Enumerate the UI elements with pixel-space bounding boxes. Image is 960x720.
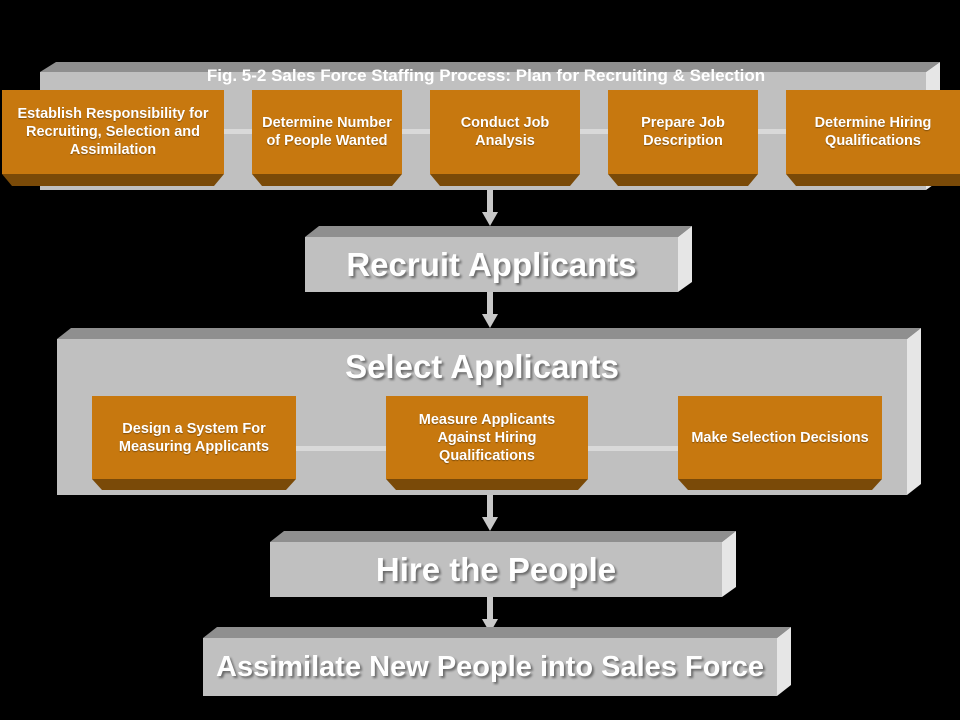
plan-connectors (224, 129, 786, 134)
select-step-boxes (92, 396, 882, 490)
plan-step-box-5-face (786, 90, 960, 174)
plan-step-box-4 (608, 90, 758, 186)
recruit-band (305, 226, 692, 292)
recruit-band-front (305, 237, 678, 292)
arrow-select-to-hire (482, 495, 498, 531)
recruit-band-top (305, 226, 692, 237)
assimilate-label: Assimilate New People into Sales Force (216, 650, 764, 683)
plan-step-box-3 (430, 90, 580, 186)
plan-step-box-1-bevel (2, 174, 224, 186)
plan-step-label-4: Prepare Job Description (641, 115, 725, 149)
hire-band-side (722, 531, 736, 597)
arrow-plan-to-recruit-head (482, 212, 498, 226)
select-applicants-label: Select Applicants (345, 348, 619, 385)
plan-step-box-1-face (2, 90, 224, 174)
plan-step-box-3-face (430, 90, 580, 174)
select-step-box-2-bevel (386, 479, 588, 490)
arrow-recruit-to-select-head (482, 314, 498, 328)
hire-band (270, 531, 736, 597)
plan-step-box-2-face (252, 90, 402, 174)
select-step-box-2-face (386, 396, 588, 479)
select-step-box-1-face (92, 396, 296, 479)
assimilate-band (203, 627, 791, 696)
plan-step-box-4-bevel (608, 174, 758, 186)
assimilate-band-front (203, 638, 777, 696)
select-step-box-3-face (678, 396, 882, 479)
arrow-select-to-hire-shaft (487, 495, 493, 519)
plan-step-box-5-bevel (786, 174, 960, 186)
plan-connector-2 (402, 129, 430, 134)
select-step-label-1: Design a System For Measuring Applicants (118, 420, 270, 455)
arrow-plan-to-recruit-shaft (487, 190, 493, 214)
plan-step-label-2: Determine Number of People Wanted (262, 115, 392, 149)
select-step-label-3: Make Selection Decisions (691, 429, 869, 446)
plan-connector-3 (580, 129, 608, 134)
recruit-applicants-label: Recruit Applicants (346, 245, 637, 283)
assimilate-band-side (777, 627, 791, 696)
plan-step-box-4-face (608, 90, 758, 174)
arrow-recruit-to-select (482, 292, 498, 328)
flow-arrows (482, 190, 498, 633)
recruit-band-side (678, 226, 692, 292)
plan-step-box-5 (786, 90, 960, 186)
select-step-box-1 (92, 396, 296, 490)
plan-step-box-3-bevel (430, 174, 580, 186)
select-connector-2 (588, 446, 678, 451)
assimilate-band-top (203, 627, 791, 638)
arrow-hire-to-assimilate-shaft (487, 597, 493, 621)
select-connector-1 (296, 446, 386, 451)
plan-connector-1 (224, 129, 252, 134)
hire-the-people-label: Hire the People (375, 550, 617, 588)
select-panel-top (57, 328, 921, 339)
select-connectors (296, 446, 678, 451)
arrow-select-to-hire-head (482, 517, 498, 531)
plan-step-label-3: Conduct Job Analysis (460, 115, 550, 149)
figure-title: Fig. 5-2 Sales Force Staffing Process: P… (206, 66, 766, 85)
select-panel-side (907, 328, 921, 495)
arrow-hire-to-assimilate (482, 597, 498, 633)
select-step-box-2 (386, 396, 588, 490)
hire-band-top (270, 531, 736, 542)
select-step-box-3-bevel (678, 479, 882, 490)
select-step-box-3 (678, 396, 882, 490)
plan-step-box-2-bevel (252, 174, 402, 186)
arrow-hire-to-assimilate-head (482, 619, 498, 633)
plan-panel-top (40, 62, 940, 72)
plan-step-boxes (2, 90, 960, 186)
plan-step-box-1 (2, 90, 224, 186)
arrow-plan-to-recruit (482, 190, 498, 226)
plan-step-label-1: Establish Responsibility for Recruiting,… (17, 106, 209, 158)
plan-step-label-5: Determine Hiring Qualifications (814, 115, 932, 149)
plan-connector-4 (758, 129, 786, 134)
plan-step-box-2 (252, 90, 402, 186)
select-step-label-2: Measure Applicants Against Hiring Qualif… (418, 411, 556, 464)
arrow-recruit-to-select-shaft (487, 292, 493, 316)
select-step-box-1-bevel (92, 479, 296, 490)
hire-band-front (270, 542, 722, 597)
